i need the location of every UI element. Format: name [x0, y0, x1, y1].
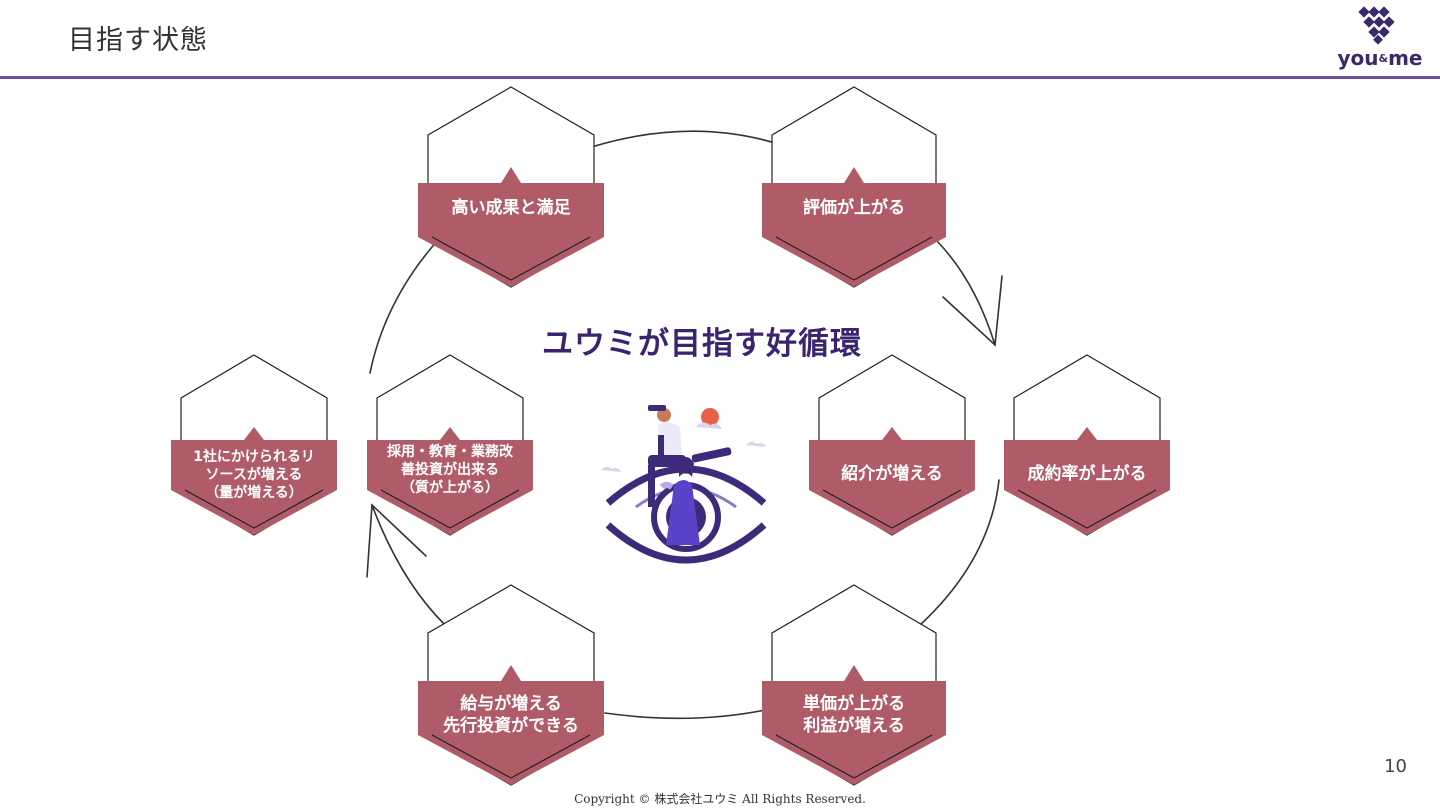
connector-bottom-left [371, 504, 446, 626]
node-close-rate: 成約率が上がる [1004, 354, 1170, 536]
cycle-title: ユウミが目指す好循環 [542, 326, 862, 362]
node-resources-quantity: 1社にかけられるリ ソースが増える （量が増える） [171, 354, 337, 536]
logo-text-amp: & [1378, 52, 1389, 65]
logo-text-me: me [1388, 46, 1423, 70]
arrow-right-icon [942, 275, 1003, 347]
node-label: 1社にかけられるリ ソースが増える （量が増える） [193, 449, 315, 502]
node-label: 評価が上がる [803, 198, 905, 218]
hexagon-shape [171, 354, 337, 536]
header-rule [0, 76, 1440, 79]
hexagon-shape [762, 584, 946, 786]
hexagon-shape [367, 354, 533, 536]
hexagon-shape [762, 86, 946, 288]
connector-right [919, 479, 1000, 626]
connector-bottom [604, 709, 766, 720]
node-investment-quality: 採用・教育・業務改 善投資が出来る （質が上がる） [367, 354, 533, 536]
connector-top-right [935, 239, 996, 346]
arrow-left-icon [366, 503, 427, 578]
hexagon-shape [809, 354, 975, 536]
node-label: 紹介が増える [841, 464, 943, 484]
eye-vision-icon [601, 405, 767, 564]
logo-mark-icon [1358, 6, 1395, 45]
node-label: 給与が増える 先行投資ができる [443, 694, 579, 737]
logo-text: you&me [1330, 46, 1430, 70]
node-label: 採用・教育・業務改 善投資が出来る （質が上がる） [387, 444, 513, 497]
page-number: 10 [1384, 756, 1407, 777]
hexagon-shape [1004, 354, 1170, 536]
logo: you&me [1330, 6, 1430, 72]
page-title: 目指す状態 [68, 25, 208, 56]
node-high-result: 高い成果と満足 [418, 86, 604, 288]
node-label: 成約率が上がる [1027, 464, 1147, 484]
node-label: 高い成果と満足 [451, 198, 571, 218]
connector-top [594, 130, 776, 147]
node-salary: 給与が増える 先行投資ができる [418, 584, 604, 786]
connector-left [369, 239, 439, 374]
vision-illustration [596, 395, 776, 580]
node-label: 単価が上がる 利益が増える [803, 694, 905, 737]
node-unit-price: 単価が上がる 利益が増える [762, 584, 946, 786]
hexagon-shape [418, 584, 604, 786]
hexagon-shape [418, 86, 604, 288]
logo-text-you: you [1337, 46, 1379, 70]
node-referral: 紹介が増える [809, 354, 975, 536]
copyright: Copyright © 株式会社ユウミ All Rights Reserved. [574, 792, 866, 806]
node-evaluation: 評価が上がる [762, 86, 946, 288]
